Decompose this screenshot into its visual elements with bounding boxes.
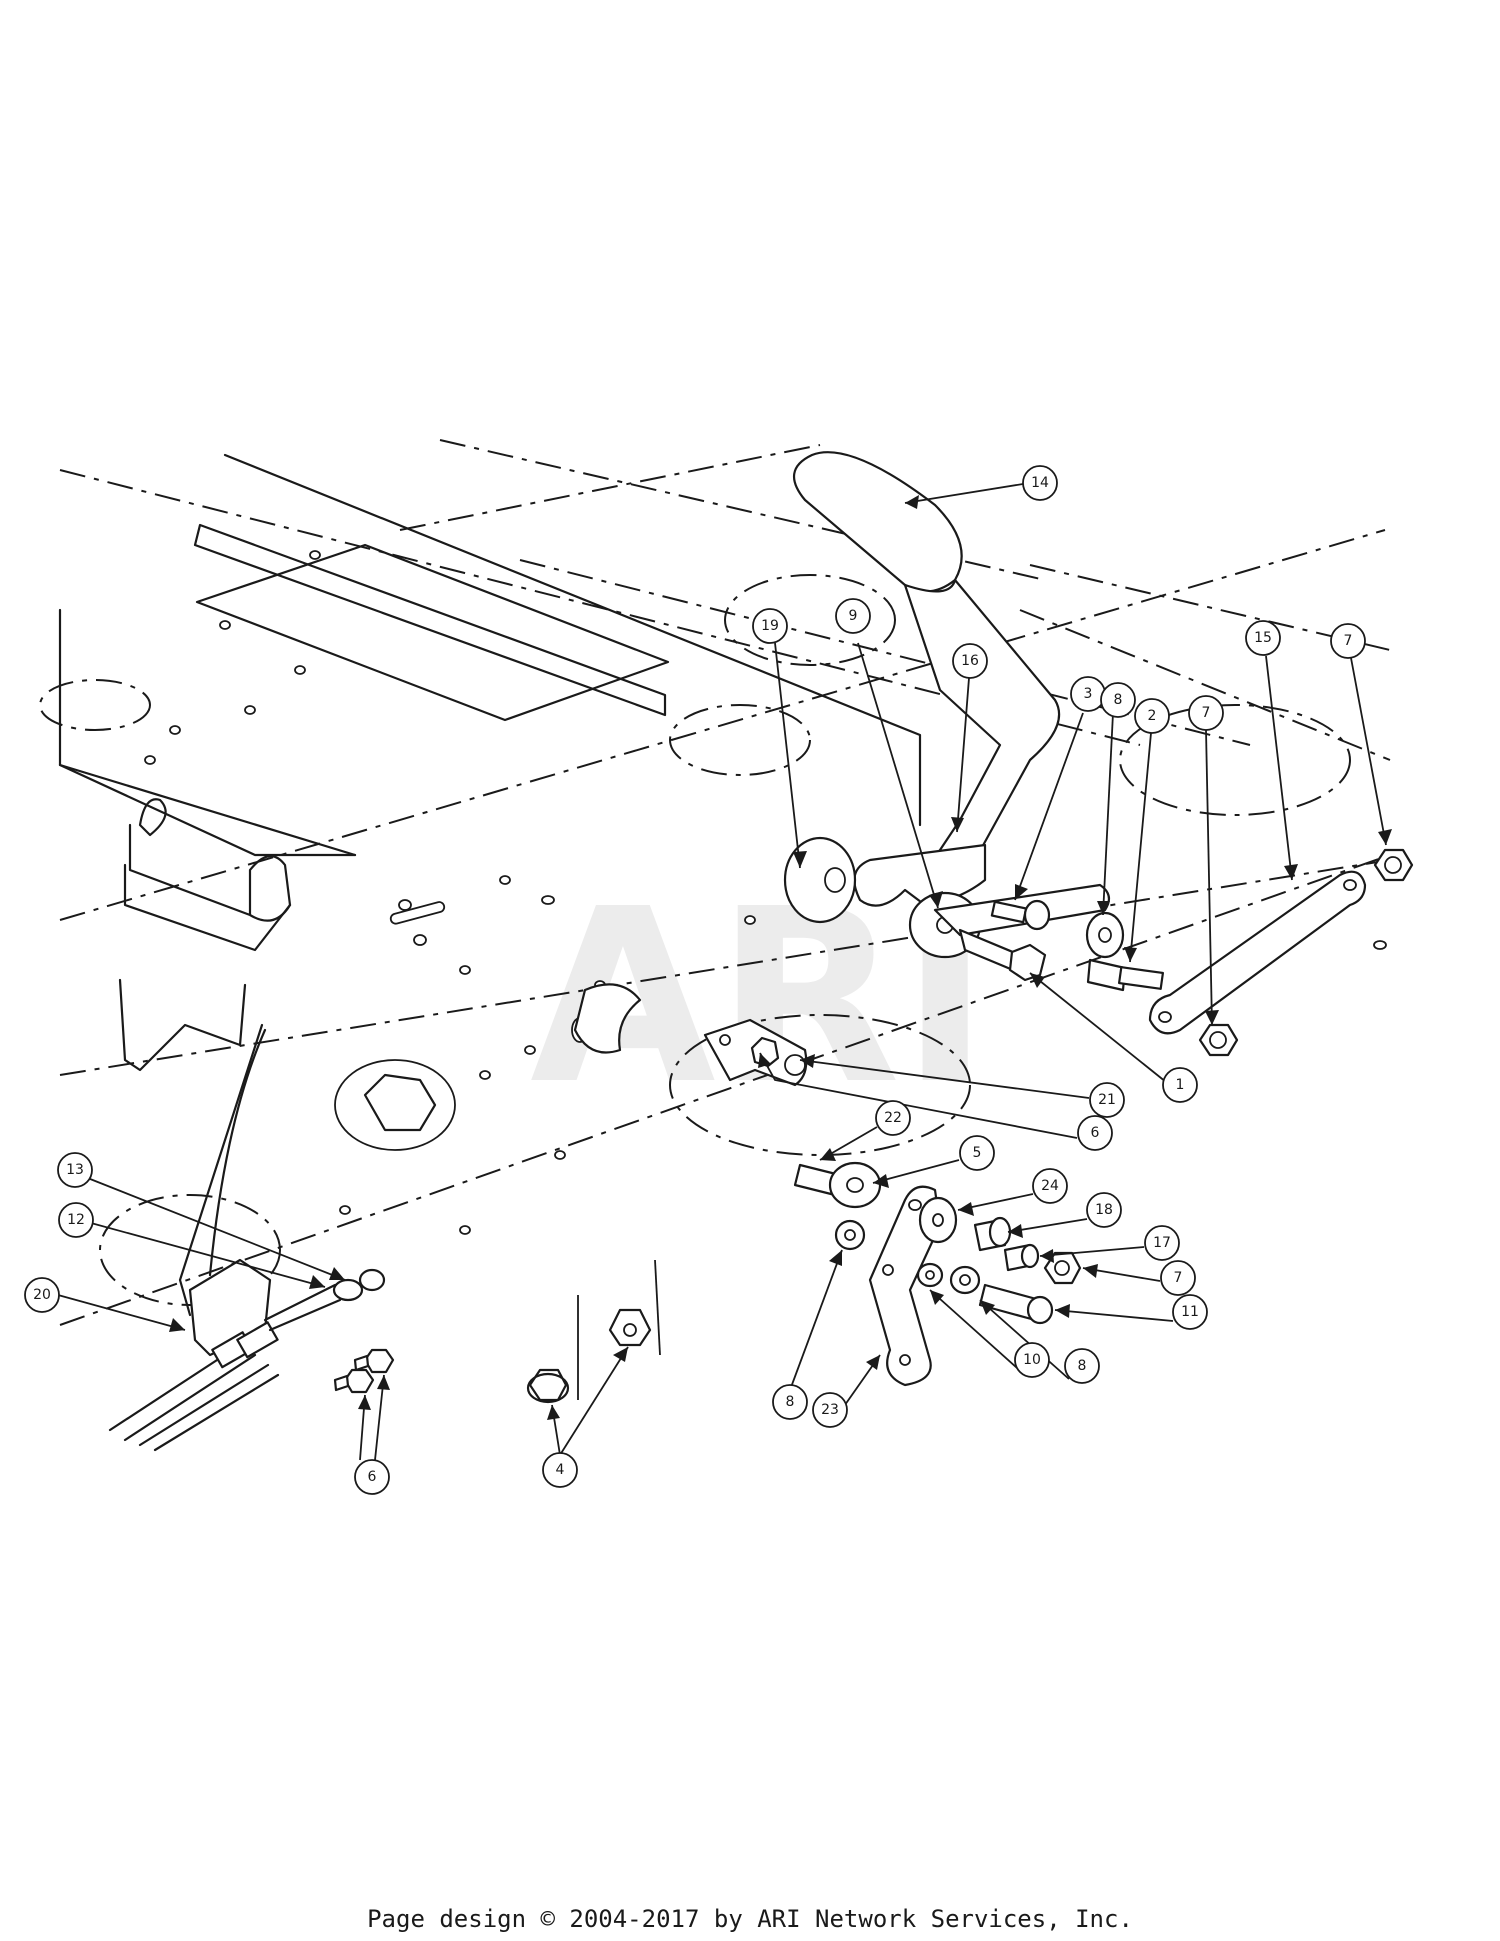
callout-16: 16 <box>952 643 988 679</box>
svg-text:15: 15 <box>1254 630 1272 646</box>
svg-text:9: 9 <box>849 608 858 624</box>
callout-19: 19 <box>752 608 788 644</box>
svg-text:7: 7 <box>1344 633 1353 649</box>
svg-text:24: 24 <box>1041 1178 1059 1194</box>
callout-9: 9 <box>835 598 871 634</box>
svg-text:4: 4 <box>556 1462 565 1478</box>
callout-8: 8 <box>1100 682 1136 718</box>
callout-3: 3 <box>1070 676 1106 712</box>
callout-5: 5 <box>959 1135 995 1171</box>
callout-20: 20 <box>24 1277 60 1313</box>
callout-4: 4 <box>542 1452 578 1488</box>
svg-text:11: 11 <box>1181 1304 1199 1320</box>
leader-lines <box>57 483 1392 1461</box>
svg-text:7: 7 <box>1174 1270 1183 1286</box>
svg-text:18: 18 <box>1095 1202 1113 1218</box>
callout-17: 17 <box>1144 1225 1180 1261</box>
callout-7: 7 <box>1330 623 1366 659</box>
callout-6: 6 <box>1077 1115 1113 1151</box>
svg-text:16: 16 <box>961 653 979 669</box>
svg-text:13: 13 <box>66 1162 84 1178</box>
svg-text:14: 14 <box>1031 475 1049 491</box>
callout-15: 15 <box>1245 620 1281 656</box>
cable-bracket-assembly <box>108 1258 661 1452</box>
callout-21: 21 <box>1089 1082 1125 1118</box>
callout-12: 12 <box>58 1202 94 1238</box>
bellcrank-assembly <box>793 1161 1082 1387</box>
footer-copyright: Page design © 2004-2017 by ARI Network S… <box>367 1905 1133 1933</box>
svg-text:8: 8 <box>1114 692 1123 708</box>
callout-11: 11 <box>1172 1294 1208 1330</box>
callout-7: 7 <box>1188 695 1224 731</box>
svg-text:21: 21 <box>1098 1092 1116 1108</box>
callout-6: 6 <box>354 1459 390 1495</box>
svg-text:1: 1 <box>1176 1077 1185 1093</box>
svg-text:5: 5 <box>973 1145 982 1161</box>
callout-8: 8 <box>772 1384 808 1420</box>
callout-22: 22 <box>875 1100 911 1136</box>
svg-text:19: 19 <box>761 618 779 634</box>
callout-1: 1 <box>1162 1067 1198 1103</box>
svg-text:8: 8 <box>1078 1358 1087 1374</box>
callout-8: 8 <box>1064 1348 1100 1384</box>
callout-18: 18 <box>1086 1192 1122 1228</box>
svg-text:20: 20 <box>33 1287 51 1303</box>
callout-7: 7 <box>1160 1260 1196 1296</box>
svg-text:10: 10 <box>1023 1352 1041 1368</box>
callout-24: 24 <box>1032 1168 1068 1204</box>
callout-10: 10 <box>1014 1342 1050 1378</box>
svg-text:23: 23 <box>821 1402 839 1418</box>
callout-23: 23 <box>812 1392 848 1428</box>
svg-text:6: 6 <box>1091 1125 1100 1141</box>
callout-14: 14 <box>1022 465 1058 501</box>
svg-text:8: 8 <box>786 1394 795 1410</box>
callout-13: 13 <box>57 1152 93 1188</box>
lever-assembly <box>573 451 1414 1087</box>
svg-text:2: 2 <box>1148 708 1157 724</box>
svg-text:6: 6 <box>368 1469 377 1485</box>
callout-2: 2 <box>1134 698 1170 734</box>
svg-text:3: 3 <box>1084 686 1093 702</box>
svg-text:22: 22 <box>884 1110 902 1126</box>
svg-text:7: 7 <box>1202 705 1211 721</box>
svg-text:17: 17 <box>1153 1235 1171 1251</box>
chassis-frame <box>39 439 1391 1326</box>
svg-text:12: 12 <box>67 1212 85 1228</box>
